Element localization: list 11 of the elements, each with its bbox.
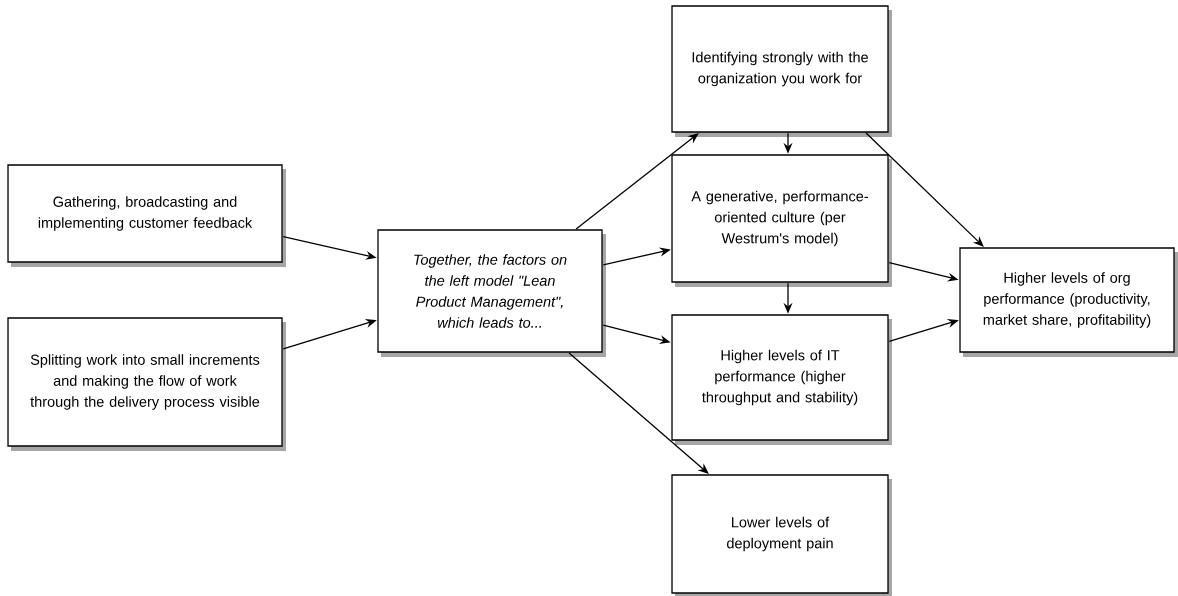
process-box: Identifying strongly with the organization you work for bbox=[671, 5, 892, 137]
process-box: Higher levels of IT performance (higher throughput and stability) bbox=[671, 314, 892, 445]
process-box: Splitting work into small increments and making the flow of work through the delivery process visible bbox=[7, 317, 286, 451]
arrow bbox=[568, 352, 709, 474]
arrow bbox=[865, 132, 984, 247]
process-box: Together, the factors on the left model "Lean Product Management", which leads to... bbox=[377, 229, 606, 357]
process-box: Higher levels of org performance (productivity, market share, profitability) bbox=[959, 247, 1178, 357]
process-box: Lower levels of deployment pain bbox=[671, 474, 892, 596]
process-box: Gathering, broadcasting and implementing customer feedback bbox=[7, 164, 286, 267]
arrow bbox=[575, 133, 699, 230]
process-box: A generative, performance-oriented culture (per Westrum's model) bbox=[671, 154, 892, 287]
